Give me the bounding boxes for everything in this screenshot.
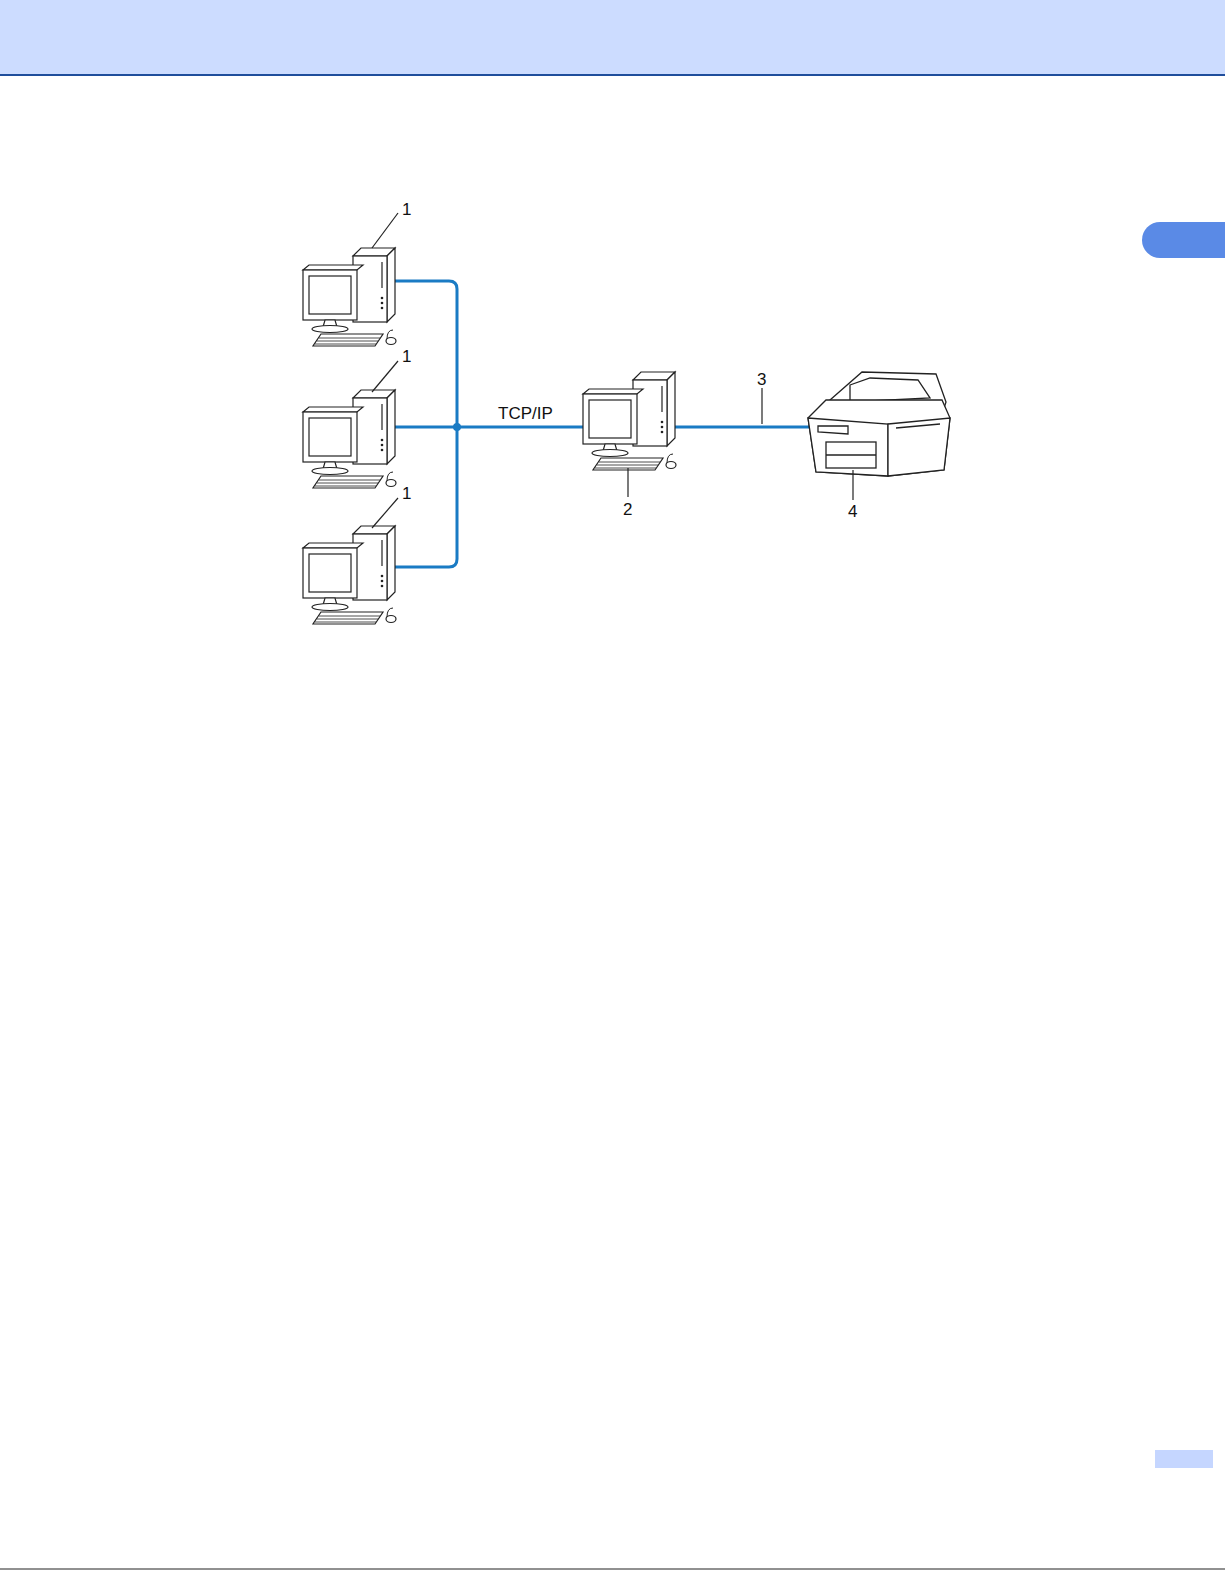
callout-number: 4 — [848, 503, 857, 520]
callout-number: 3 — [757, 371, 766, 388]
callout-number: 1 — [402, 201, 411, 218]
network-label: TCP/IP — [496, 405, 555, 422]
callout-number: 1 — [402, 485, 411, 502]
callout-number: 1 — [402, 348, 411, 365]
callout-number: 2 — [623, 501, 632, 518]
